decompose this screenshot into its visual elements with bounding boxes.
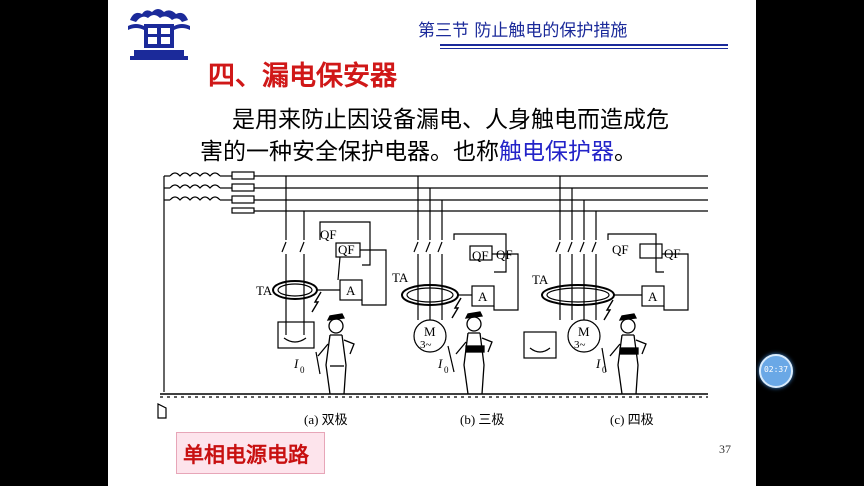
banner-label: 单相电源电路 (183, 443, 309, 467)
label-current-c: I (595, 356, 601, 371)
caption-c: (c) 四极 (610, 412, 654, 427)
header-underline-thin (440, 48, 728, 49)
person-figure-b (455, 311, 493, 395)
chapter-header: 第三节 防止触电的保护措施 (418, 21, 628, 41)
label-motor-b: M (424, 324, 436, 339)
label-qf-c1: QF (612, 242, 629, 257)
school-logo-icon (128, 9, 190, 60)
label-qf-c2: QF (664, 246, 681, 261)
label-a-c: A (648, 289, 658, 304)
definition-line-2: 害的一种安全保护电器。也称触电保护器。 (200, 132, 637, 166)
label-ta-b: TA (392, 270, 409, 285)
ground-line (157, 393, 708, 419)
label-current-sub-b: 0 (444, 365, 449, 375)
leakage-protector-diagram: QF QF TA A I 0 QF QF TA A M 3~ I 0 QF QF… (157, 171, 708, 427)
header-underline (440, 44, 728, 46)
slide: 第三节 防止触电的保护措施 四、漏电保安器 是用来防止因设备漏电、人身触电而造成… (108, 0, 756, 486)
definition-text: 害的一种安全保护电器。也称 (200, 139, 499, 165)
caption-a: (a) 双极 (304, 412, 348, 427)
label-qf-b2: QF (496, 247, 513, 262)
term-highlight: 触电保护器 (499, 139, 614, 165)
label-ta-a: TA (256, 283, 273, 298)
person-figure-a (317, 313, 355, 395)
label-current-b: I (437, 356, 443, 371)
label-current-sub-a: 0 (300, 365, 305, 375)
label-current-sub-c: 0 (602, 365, 607, 375)
definition-end: 。 (614, 139, 637, 165)
person-figure-c (609, 313, 647, 395)
playback-timer-badge[interactable]: 02:37 (759, 354, 793, 388)
timer-text: 02:37 (763, 365, 789, 374)
label-qf-a2: QF (338, 242, 355, 257)
transformer-coils (163, 172, 221, 392)
circuit-b (401, 176, 519, 373)
label-qf-b1: QF (472, 248, 489, 263)
label-ta-c: TA (532, 272, 549, 287)
label-motor-c: M (578, 324, 590, 339)
label-a-b: A (478, 289, 488, 304)
circuit-c (523, 176, 689, 373)
bus-lines (220, 175, 708, 212)
definition-line-1: 是用来防止因设备漏电、人身触电而造成危 (232, 107, 669, 133)
section-title: 四、漏电保安器 (208, 61, 397, 92)
label-qf-a1: QF (320, 227, 337, 242)
label-current-a: I (293, 356, 299, 371)
label-motor-phase-c: 3~ (574, 339, 586, 351)
circuit-a (272, 176, 387, 375)
page-number: 37 (719, 442, 731, 456)
animation-link-button[interactable]: 单相电源电路 (176, 432, 325, 474)
label-a-a: A (346, 283, 356, 298)
label-motor-phase-b: 3~ (420, 339, 432, 351)
fuses (231, 171, 255, 214)
caption-b: (b) 三极 (460, 412, 504, 427)
